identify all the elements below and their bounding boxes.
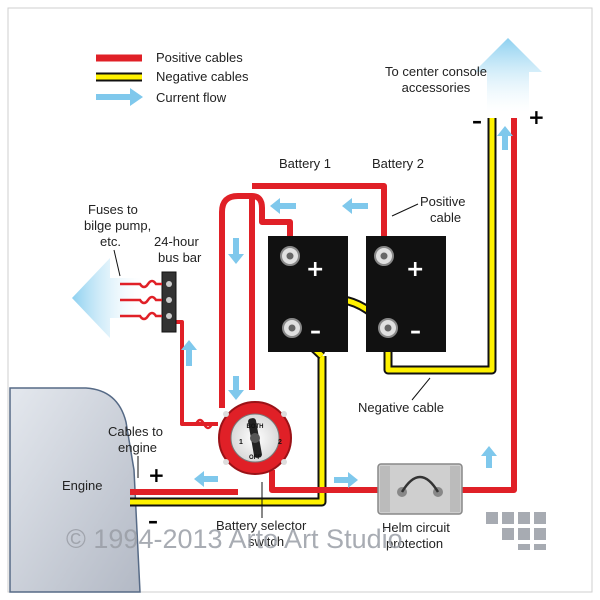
- current-arrow-engine-icon: [194, 471, 218, 487]
- battery-selector-switch: BOTH OFF 1 2: [218, 401, 292, 475]
- fuses-current-arrow-icon: [72, 258, 142, 338]
- current-arrow-helm-icon: [334, 472, 358, 488]
- helm-circuit-breaker: [377, 463, 463, 515]
- fuses-label-line3: etc.: [100, 234, 121, 249]
- cables-engine-label-line2: engine: [118, 440, 157, 455]
- bus-bar: [120, 271, 177, 333]
- console-current-arrow-icon: [474, 38, 542, 112]
- current-arrows: [181, 126, 513, 488]
- engine-block: [9, 387, 141, 593]
- studio-logo: [486, 512, 546, 550]
- positive-cable-helm-in: [269, 470, 378, 493]
- cables-engine-label-line1: Cables to: [108, 424, 163, 439]
- engine-negative-sign: –: [148, 509, 158, 533]
- current-arrow-bus-icon: [181, 340, 197, 366]
- inline-fuse-icon: [194, 418, 214, 430]
- labels: To center console accessories – + Batter…: [84, 64, 545, 551]
- switch-off-label: OFF: [249, 455, 261, 461]
- legend-negative-label: Negative cables: [156, 69, 249, 84]
- copyright-watermark: © 1994-2013 Arto Art Studio: [66, 524, 403, 554]
- negative-cable-leader: [411, 377, 431, 401]
- battery-1: + –: [268, 236, 348, 352]
- battery-1-minus-sign: –: [310, 319, 321, 344]
- battery-2: + –: [366, 236, 446, 352]
- legend-current-arrow-icon: [96, 88, 143, 106]
- bus-bar-label-line2: bus bar: [158, 250, 202, 265]
- switch-both-label: BOTH: [247, 424, 264, 430]
- current-arrow-down-2-icon: [228, 376, 244, 400]
- switch-two-label: 2: [278, 439, 282, 446]
- battery-2-label: Battery 2: [372, 156, 424, 171]
- battery-2-plus-sign: +: [406, 257, 424, 282]
- console-label-line1: To center console: [385, 64, 487, 79]
- negative-cable-engine: [130, 356, 325, 505]
- battery-1-body: [268, 236, 348, 352]
- fuse-wire-2: [120, 295, 162, 305]
- positive-cable-console: [462, 118, 517, 493]
- fuses-label-line1: Fuses to: [88, 202, 138, 217]
- helm-breaker-element-icon: [400, 475, 440, 493]
- engine-label: Engine: [62, 478, 102, 493]
- current-arrow-top-right-icon: [342, 198, 368, 214]
- selector-label-line1: Battery selector: [216, 518, 307, 533]
- helm-label-line1: Helm circuit: [382, 520, 450, 535]
- frame-border: [7, 7, 593, 593]
- legend-current-label: Current flow: [156, 90, 227, 105]
- console-positive-sign: +: [528, 105, 545, 129]
- legend-positive-label: Positive cables: [156, 50, 243, 65]
- engine-positive-sign: +: [148, 463, 165, 487]
- bus-bar-label-line1: 24-hour: [154, 234, 199, 249]
- helm-label-line2: protection: [386, 536, 443, 551]
- negative-cable-label: Negative cable: [358, 400, 444, 415]
- helm-breaker-body: [377, 463, 463, 515]
- positive-cable-label-line1: Positive: [420, 194, 466, 209]
- battery-1-label: Battery 1: [279, 156, 331, 171]
- current-arrow-console-high-icon: [497, 126, 513, 150]
- fuse-wire-3: [120, 311, 162, 321]
- current-arrow-console-low-icon: [481, 446, 497, 468]
- battery-1-plus-sign: +: [306, 257, 324, 282]
- battery-2-minus-sign: –: [410, 319, 421, 344]
- selector-label-line2: switch: [248, 534, 284, 549]
- positive-cable-leader: [391, 203, 419, 217]
- console-negative-sign: –: [472, 109, 482, 133]
- positive-cable-bat2: [252, 183, 387, 236]
- fuse-wire-1: [120, 279, 162, 289]
- fuses-leader: [113, 249, 121, 277]
- current-arrow-top-left-icon: [270, 198, 296, 214]
- bus-bar-feed: [170, 320, 218, 426]
- switch-one-label: 1: [239, 439, 243, 446]
- console-label-line2: accessories: [402, 80, 471, 95]
- positive-cable-label-line2: cable: [430, 210, 461, 225]
- current-arrow-down-1-icon: [228, 238, 244, 264]
- positive-cables: [130, 118, 517, 495]
- legend: Positive cables Negative cables Current …: [96, 50, 249, 106]
- fuses-label-line2: bilge pump,: [84, 218, 151, 233]
